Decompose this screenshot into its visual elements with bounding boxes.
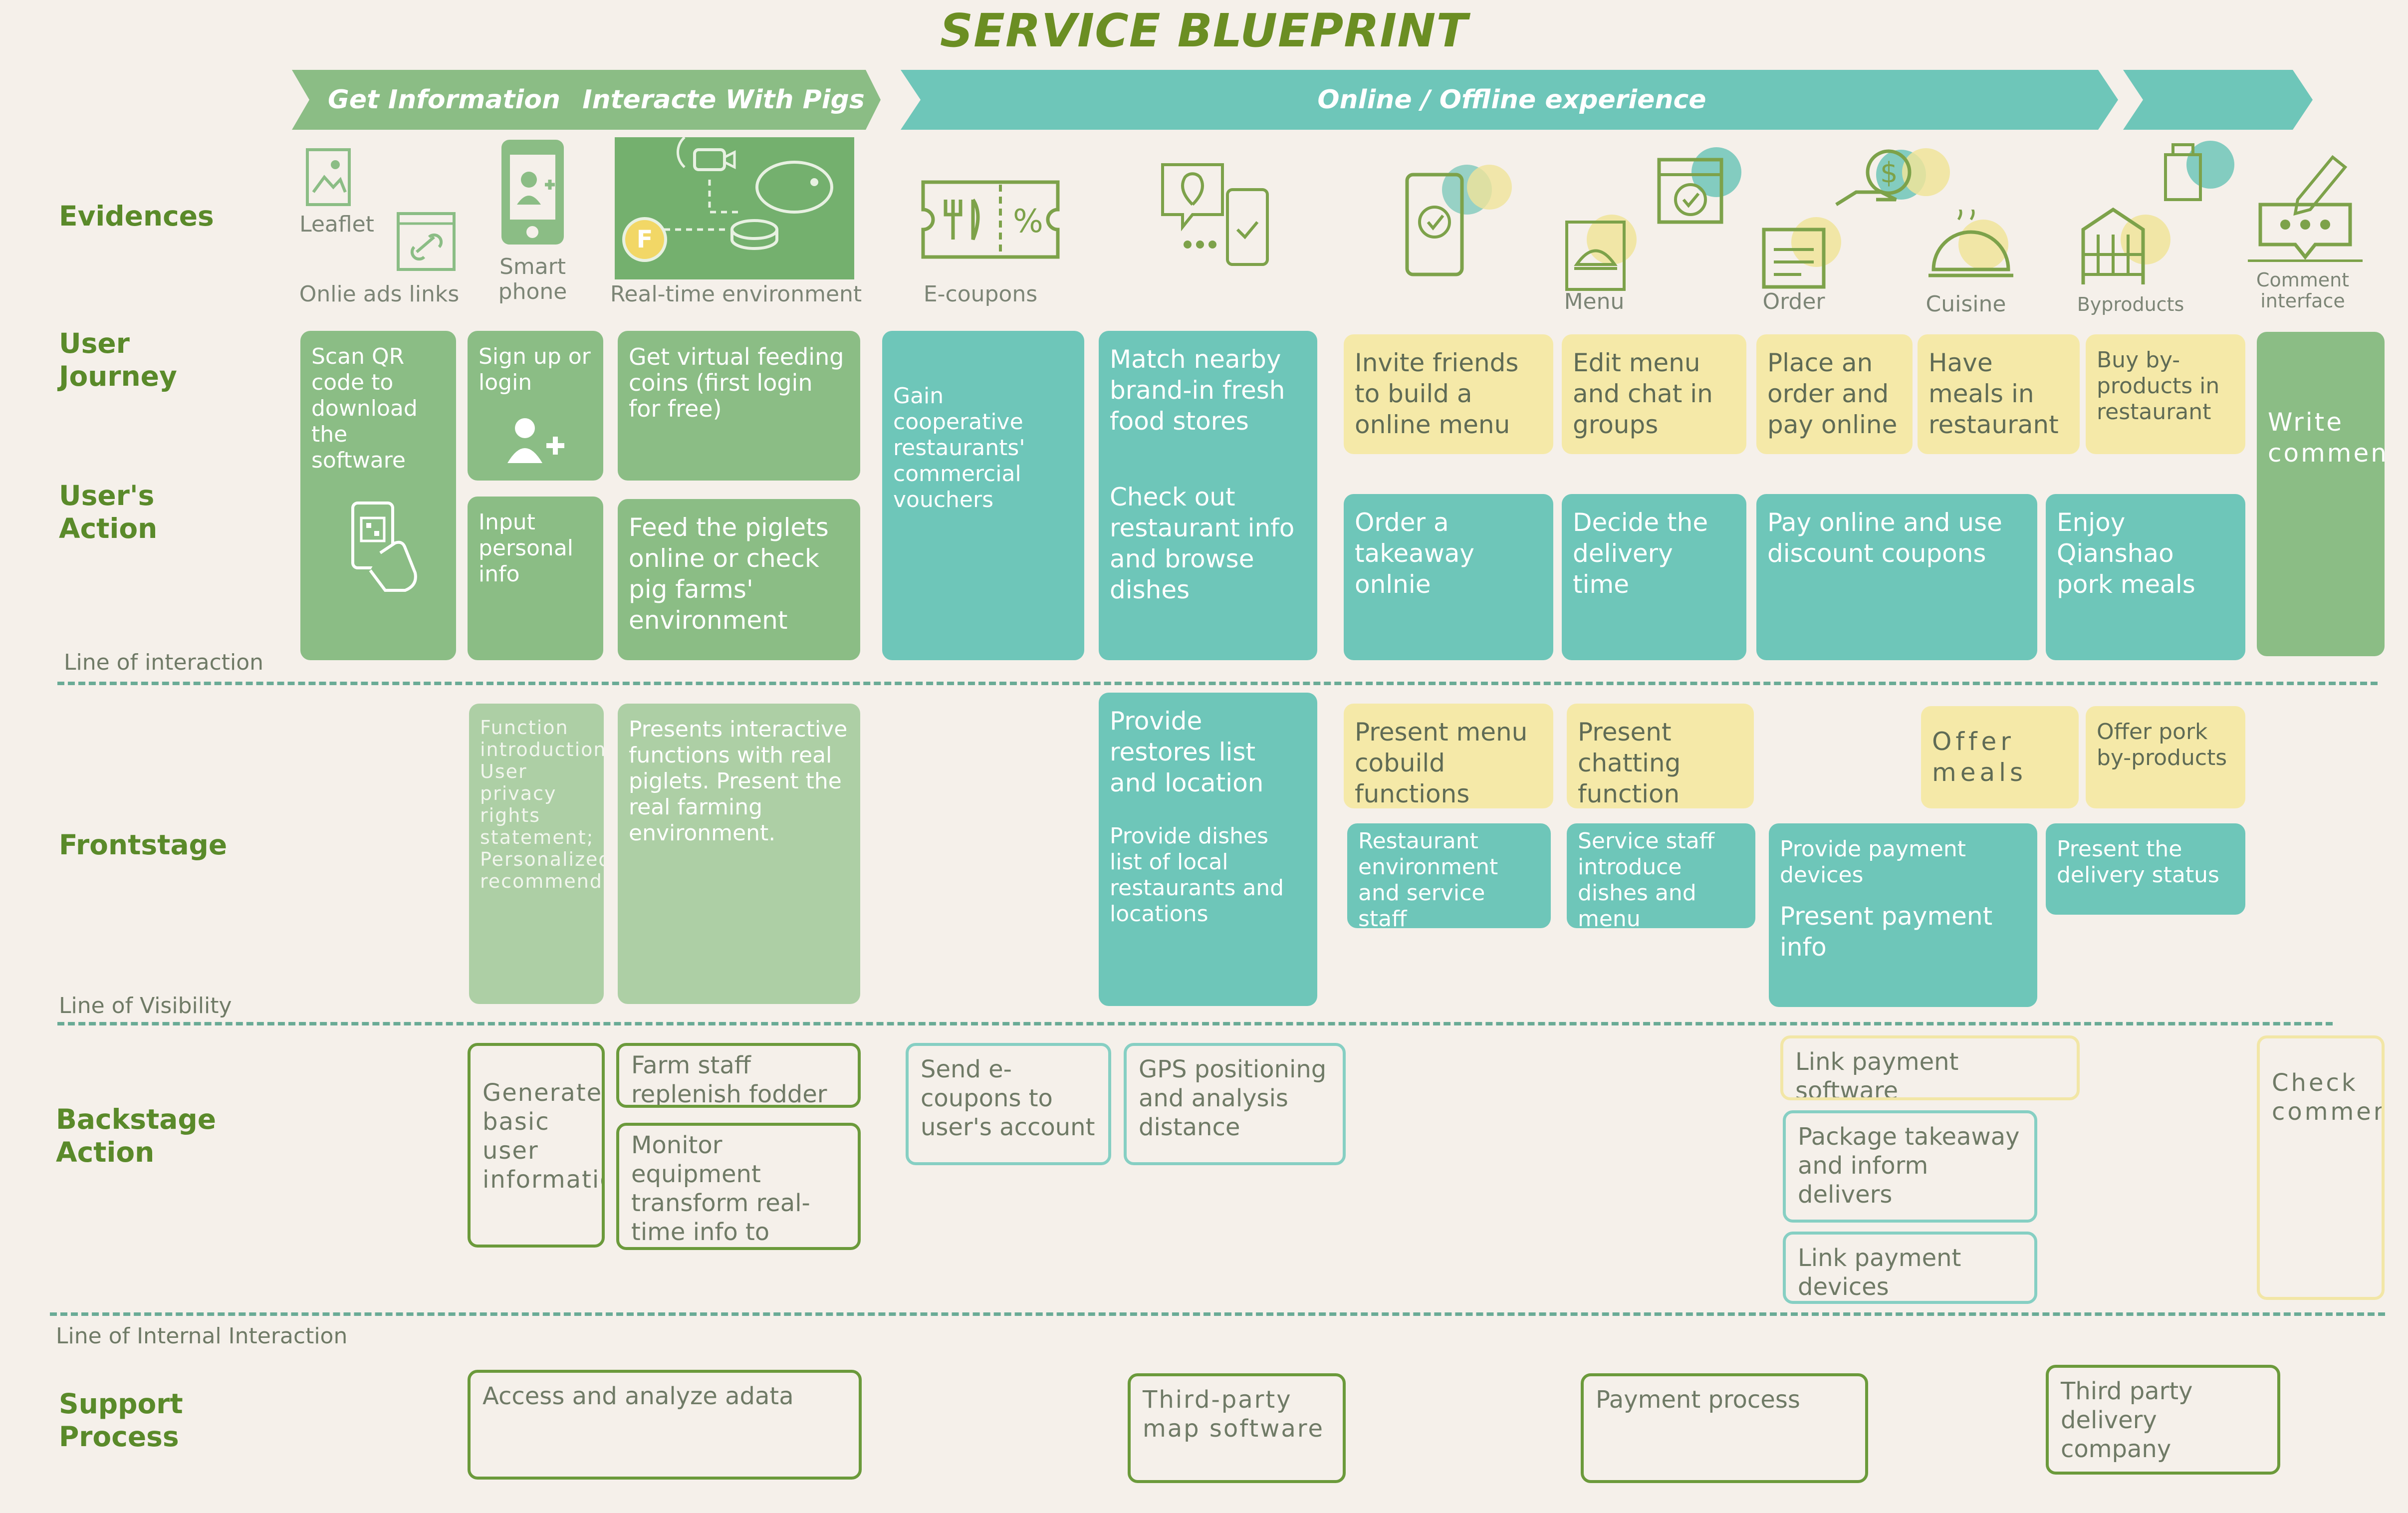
- frontstage-staff-intro-card: Service staff introduce dishes and menu: [1567, 823, 1755, 928]
- leaflet-icon: [306, 148, 351, 206]
- journey-buy-card: Buy by-products in restaurant: [2086, 334, 2245, 454]
- row-label-backstage: Backstage Action: [56, 1103, 217, 1168]
- phase-interact-with-pigs: Interacte With Pigs: [582, 85, 865, 115]
- support-map-card: Third-party map software: [1128, 1373, 1346, 1483]
- line-label-interaction: Line of interaction: [64, 650, 264, 675]
- action-enjoy-card: Enjoy Qianshao pork meals: [2046, 494, 2245, 660]
- journey-signup-card: Sign up or login: [468, 331, 603, 481]
- action-feed-card: Feed the piglets online or check pig far…: [618, 499, 860, 660]
- payment-hand-icon: $: [1835, 148, 1950, 206]
- row-label-users-action: User's Action: [59, 480, 158, 544]
- add-user-icon: [507, 418, 564, 463]
- action-order-card: Order a takeaway onlnie: [1344, 494, 1553, 660]
- svg-text:$: $: [1880, 157, 1898, 189]
- phase-arrow-teal-end: [2123, 70, 2313, 130]
- frontstage-function-card: Function introduction; User privacy righ…: [469, 704, 604, 1004]
- frontstage-payment-card: Provide payment devices Present payment …: [1769, 823, 2037, 1007]
- journey-scan-text: Scan QR code to download the software: [311, 344, 418, 473]
- line-label-visibility: Line of Visibility: [59, 993, 232, 1018]
- frontstage-offer-meals-card: Offer meals: [1921, 706, 2079, 808]
- support-delivery-card: Third party delivery company: [2046, 1365, 2280, 1475]
- line-of-internal-interaction: [50, 1312, 2385, 1316]
- frontstage-payment-devices-text: Provide payment devices: [1780, 836, 1966, 888]
- journey-write-card: Write comments: [2257, 332, 2385, 656]
- journey-invite-card: Invite friends to build a online menu: [1344, 334, 1553, 454]
- evidence-phone-label: Smart phone: [498, 254, 567, 304]
- backstage-package-card: Package takeaway and inform delivers: [1783, 1110, 2037, 1223]
- link-icon: [397, 212, 456, 271]
- backstage-farm-staff-card: Farm staff replenish fodder in time: [616, 1043, 861, 1108]
- frontstage-restaurant-env-card: Restaurant environment and service staff: [1347, 823, 1551, 928]
- cuisine-cloche-icon: [1928, 210, 2013, 277]
- backstage-send-card: Send e-coupons to user's account: [906, 1043, 1111, 1165]
- comment-divider: [2248, 259, 2363, 262]
- journey-coins-card: Get virtual feeding coins (first login f…: [618, 331, 860, 481]
- phase-arrow-green: [292, 70, 881, 130]
- backstage-gps-card: GPS positioning and analysis distance: [1124, 1043, 1346, 1165]
- journey-place-card: Place an order and pay online: [1756, 334, 1913, 454]
- line-of-visibility: [57, 1022, 2333, 1025]
- line-of-interaction: [57, 682, 2378, 685]
- evidence-leaflet-label: Leaflet: [299, 212, 374, 237]
- support-payment-card: Payment process: [1581, 1373, 1868, 1483]
- row-label-evidences: Evidences: [59, 200, 214, 232]
- evidence-byproducts-label: Byproducts: [2077, 293, 2184, 315]
- row-label-support: Support Process: [59, 1388, 183, 1453]
- svg-text:%: %: [1013, 203, 1043, 240]
- line-label-internal: Line of Internal Interaction: [56, 1323, 348, 1349]
- order-icon: [1762, 217, 1841, 289]
- frontstage-provide-card: Provide restores list and location Provi…: [1099, 693, 1317, 1006]
- backstage-link-software-card: Link payment software: [1780, 1035, 2080, 1100]
- backstage-check-card: Check comments: [2257, 1035, 2385, 1300]
- journey-signup-text: Sign up or login: [479, 344, 591, 395]
- location-phone-icon: [1161, 163, 1269, 266]
- phase-get-information: Get Information: [328, 85, 560, 115]
- evidence-realtime-label: Real-time environment: [610, 281, 862, 307]
- journey-scan-card: Scan QR code to download the software: [300, 331, 456, 660]
- bags-icon: [2164, 141, 2234, 201]
- frontstage-provide-list-text: Provide restores list and location: [1110, 707, 1264, 797]
- evidence-ecoupons-label: E-coupons: [923, 281, 1038, 307]
- journey-gain-card: Gain cooperative restaurants' commercial…: [882, 331, 1084, 660]
- evidence-menu-label: Menu: [1564, 289, 1625, 314]
- qr-scan-hand-icon: [351, 502, 417, 592]
- backstage-monitor-card: Monitor equipment transform real-time in…: [616, 1123, 861, 1250]
- journey-edit-card: Edit menu and chat in groups: [1562, 334, 1746, 454]
- comment-pencil-icon: [2258, 155, 2352, 260]
- phase-online-offline: Online / Offline experience: [1317, 85, 1706, 115]
- real-time-environment-image: F: [615, 137, 854, 279]
- page-title: SERVICE BLUEPRINT: [940, 4, 1468, 57]
- journey-match-check-card: Match nearby brand-in fresh food stores …: [1099, 331, 1317, 660]
- evidence-comment-label: Comment interface: [2256, 269, 2350, 312]
- row-label-frontstage: Frontstage: [59, 829, 228, 861]
- journey-have-card: Have meals in restaurant: [1918, 334, 2080, 454]
- action-input-card: Input personal info: [468, 497, 603, 660]
- frontstage-offer-pork-card: Offer pork by-products: [2086, 706, 2245, 808]
- row-label-user-journey: User Journey: [59, 327, 177, 392]
- journey-check-text: Check out restaurant info and browse dis…: [1110, 483, 1295, 604]
- frontstage-presents-card: Presents interactive functions with real…: [618, 704, 860, 1004]
- smartphone-icon: [501, 140, 564, 245]
- phone-check-icon: [1405, 165, 1512, 276]
- evidence-order-label: Order: [1762, 289, 1825, 314]
- action-pay-card: Pay online and use discount coupons: [1756, 494, 2037, 660]
- backstage-generate-card: Generate basic user information: [468, 1043, 605, 1248]
- evidence-cuisine-label: Cuisine: [1926, 291, 2006, 317]
- journey-match-text: Match nearby brand-in fresh food stores: [1110, 345, 1285, 436]
- action-decide-card: Decide the delivery time: [1562, 494, 1746, 660]
- evidence-ads-label: Onlie ads links: [299, 281, 460, 307]
- frontstage-provide-dishes-text: Provide dishes list of local restaurants…: [1110, 823, 1284, 927]
- frontstage-present-menu-card: Present menu cobuild functions: [1344, 704, 1553, 808]
- coupon-icon: %: [921, 180, 1060, 259]
- menu-icon: [1565, 215, 1637, 291]
- support-access-card: Access and analyze adata: [468, 1370, 862, 1480]
- calendar-check-icon: [1657, 147, 1741, 224]
- phase-arrow-teal: [901, 70, 2118, 130]
- frontstage-present-chat-card: Present chatting function: [1567, 704, 1754, 808]
- frontstage-payment-info-text: Present payment info: [1780, 902, 1993, 962]
- backstage-link-devices-card: Link payment devices: [1783, 1232, 2037, 1304]
- frontstage-delivery-status-card: Present the delivery status: [2046, 823, 2245, 915]
- coin-letter: F: [636, 226, 653, 253]
- byproducts-shelf-icon: [2081, 207, 2170, 284]
